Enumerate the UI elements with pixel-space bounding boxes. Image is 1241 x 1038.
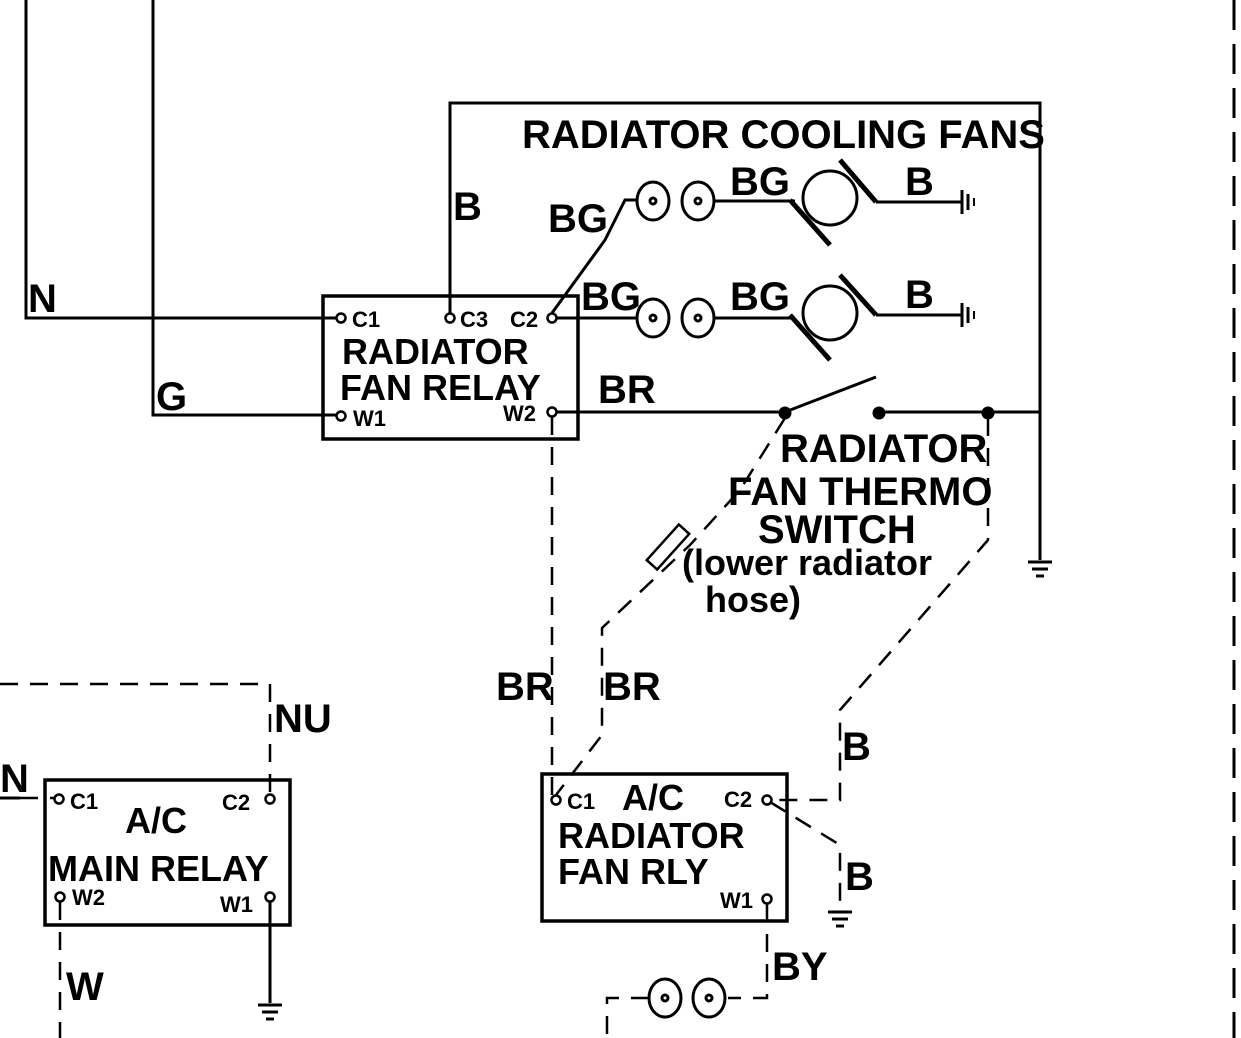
dashed-wire-br-left: BR [496,417,554,795]
pin-label-ac-fan-w1: W1 [720,888,753,913]
ac-main-relay: A/C MAIN RELAY C1 C2 W2 W1 [43,778,292,927]
dashed-wire-b-c2-up: B [770,418,990,802]
ac-main-relay-line2: MAIN RELAY [48,848,269,889]
terminal-ac-main-w2 [54,891,66,903]
ground-symbol-ac-fan [828,910,852,928]
junction-dot [981,406,995,420]
radiator-fan-relay-line1: RADIATOR [342,331,529,372]
wire-label-br-left: BR [496,665,554,709]
wire-n-top: N [24,0,342,321]
wire-n-left: N [0,757,57,801]
ac-fan-rly-line1: A/C [622,777,684,818]
wire-label-br-w2: BR [598,368,656,412]
connector-upper-b [680,180,716,222]
connector-lower-b [680,297,716,339]
ground-symbol-frame [1028,560,1052,578]
dashed-wire-by: BY [605,904,828,1038]
ac-radiator-fan-relay: A/C RADIATOR FAN RLY C1 C2 W1 [540,772,789,923]
wire-label-b-c2-down: B [845,855,874,899]
pin-label-c3: C3 [460,307,488,332]
pin-label-w2: W2 [503,401,536,426]
fan-motor-icon-lower [788,273,878,362]
ac-fan-rly-line2: RADIATOR [558,815,745,856]
dashed-wire-br-right: BR [555,417,787,796]
terminal-c1 [335,312,347,324]
terminal-w1 [335,410,347,422]
fan-circuit-upper: BG BG B [548,158,975,314]
thermo-switch-line2: FAN THERMO [728,470,992,514]
ground-icon-fan1 [960,190,975,214]
connector-by-b [691,977,727,1019]
radiator-cooling-fans-frame: RADIATOR COOLING FANS B [448,101,1045,560]
wire-label-bg-fan1: BG [730,160,790,204]
thermo-switch-label: RADIATOR FAN THERMO SWITCH (lower radiat… [682,427,992,620]
terminal-ac-main-c2 [264,793,276,805]
pin-label-ac-main-w2: W2 [72,885,105,910]
wire-ac-main-w1-ground [258,902,282,1021]
terminal-c2 [546,312,558,324]
dashed-wire-b-c2-down: B [769,800,874,910]
fan-motor-icon-upper [788,158,878,247]
thermo-switch-arm [784,375,877,414]
thermo-switch-line1: RADIATOR [780,427,988,471]
terminal-ac-fan-w1 [761,893,773,905]
wire-label-b-c2-up: B [842,725,871,769]
wire-label-by: BY [772,945,828,989]
wire-label-w: W [66,965,104,1009]
connector-by-a [647,977,683,1019]
thermo-switch-line5: hose) [705,579,801,620]
dashed-wire-nu: NU [0,682,332,795]
wire-label-n-left: N [0,757,29,801]
wire-g: G [151,0,340,419]
wire-label-b-fan2: B [905,273,934,317]
inline-resistor-icon [644,522,692,572]
diagram-title: RADIATOR COOLING FANS [522,113,1045,157]
wire-label-br-right: BR [603,665,661,709]
pin-label-ac-main-c1: C1 [70,789,98,814]
pin-label-c2: C2 [510,307,538,332]
wire-label-n-top: N [28,277,57,321]
connector-lower-a [635,297,671,339]
pin-label-ac-fan-c2: C2 [724,787,752,812]
ac-fan-rly-line3: FAN RLY [558,851,709,892]
wire-label-bg-c2-upper: BG [548,197,608,241]
terminal-ac-fan-c1 [550,794,562,806]
radiator-fan-relay-line2: FAN RELAY [340,367,541,408]
pin-label-ac-fan-c1: C1 [567,789,595,814]
pin-label-ac-main-c2: C2 [222,790,250,815]
terminal-ac-main-w1 [264,891,276,903]
wire-br-thermo: BR [557,368,1040,420]
terminal-ac-main-c1 [53,793,65,805]
pin-label-c1: C1 [352,307,380,332]
terminal-c3 [444,312,456,324]
wire-label-b-c3: B [453,185,482,229]
dashed-wire-w: W [58,902,104,1038]
ac-main-relay-line1: A/C [125,800,187,841]
thermo-switch-line3: SWITCH [758,508,916,552]
fan-circuit-lower: BG BG B [557,273,975,362]
terminal-w2 [546,406,558,418]
wire-label-bg-fan2: BG [730,275,790,319]
pin-label-ac-main-w1: W1 [220,892,253,917]
connector-upper-a [635,180,671,222]
radiator-fan-relay: RADIATOR FAN RELAY C1 C3 C2 W1 W2 [321,294,580,441]
wire-label-g: G [156,375,187,419]
wire-label-b-fan1: B [905,160,934,204]
switch-contact-left [778,406,792,420]
pin-label-w1: W1 [353,406,386,431]
thermo-switch-line4: (lower radiator [682,542,932,583]
wire-label-bg-c2-lower: BG [581,275,641,319]
terminal-ac-fan-c2 [761,794,773,806]
wire-label-nu: NU [274,697,332,741]
ground-icon-fan2 [960,303,975,327]
